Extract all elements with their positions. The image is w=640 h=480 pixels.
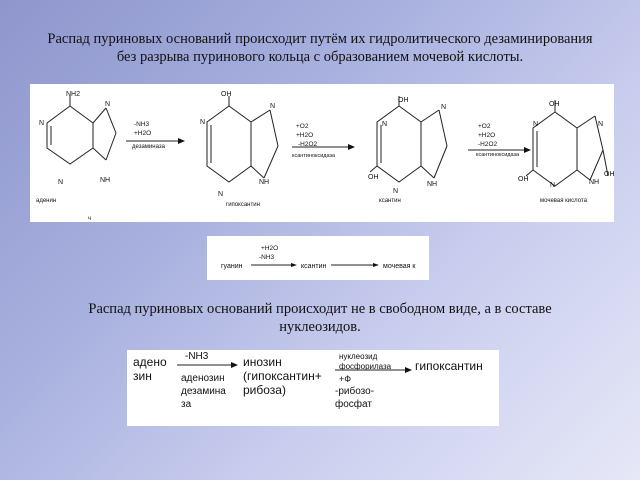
hypoxanthine-atom-n1: N [200,119,205,126]
step-1-enzyme: дезаминаза [132,144,166,150]
adenine-atom-n7: N [105,101,110,108]
xanthine-atom-n7: N [441,104,446,111]
step-3-line-2: +H2O [478,132,495,139]
adenine-name: аденин [36,198,56,204]
hypoxanthine-group-top: OH [221,91,232,98]
xanthine-structure [369,96,448,183]
scheme-3-arrows [177,362,412,373]
scheme-3-step-1-enzyme: аденозин дезамина за [181,373,226,410]
uric-acid-group-right: OH [604,171,614,178]
xanthine-atom-n1: N [382,121,387,128]
hypoxanthine-structure [206,96,279,183]
step-2-line-3: -H2O2 [298,141,318,148]
scheme-3-step-1-label: -NH3 [185,351,209,362]
uric-acid-atom-n1: N [533,121,538,128]
step-1-line-2: +H2O [134,130,151,137]
uric-acid-group-top: OH [549,101,560,108]
hypoxanthine-atom-n3: N [218,191,223,198]
step-2-line-1: +O2 [296,123,309,130]
arrow-1-head [178,138,185,144]
slide-heading-2: Распад пуриновых оснований происходит не… [88,301,552,335]
scheme-3-substrate: адено зин [133,355,167,383]
nucleoside-scheme: адено зин -NH3 аденозин дезамина за иноз… [127,350,499,426]
uric-acid-atom-n7: N [598,121,603,128]
scheme-2-reagent-2: -NH3 [259,254,275,261]
arrow-2-head [348,144,355,150]
xanthine-group-top: OH [398,97,409,104]
scheme-3-middle: инозин (гипоксантин+ рибоза) [243,355,322,397]
scheme-3-step-2-enzyme: нуклеозид фосфорилаза [339,352,392,371]
step-1-line-1: -NH3 [134,121,150,128]
adenine-atom-n1: N [39,120,44,127]
uric-acid-structure [525,100,609,187]
adenine-atom-nh9: NH [100,177,110,184]
step-3-line-3: -H2O2 [478,141,498,148]
step-3-enzyme: ксантиноксидаза [476,152,520,158]
uric-acid-name: мочевая кислота [540,198,588,204]
adenine-structure [46,96,117,165]
step-3-line-1: +O2 [478,123,491,130]
hypoxanthine-name: гипоксантин [226,202,260,208]
hypoxanthine-atom-n7: N [270,103,275,110]
xanthine-name: ксантин [379,198,401,204]
scheme-2-from: гуанин [221,263,243,270]
scheme-2-reagent-1: +H2O [261,245,278,252]
xanthine-atom-n3: N [393,188,398,195]
scheme-3-step-2-mark: +Ф [339,374,352,384]
purine-degradation-scheme: NH2 N N N NH аденин ч -NH3 +H2O дезамина… [30,84,615,222]
uric-acid-atom-n3: N [550,182,555,189]
scheme-2-to: мочевая к [383,263,416,270]
scheme-3-product: гипоксантин [415,359,483,373]
adenine-atom-n3: N [58,179,63,186]
scheme-3-step-2-product: -рибозо- фосфат [335,386,375,410]
scheme-2-middle: ксантин [301,263,327,270]
step-2-enzyme: ксантиноксидаза [292,153,336,159]
xanthine-atom-nh9: NH [427,181,437,188]
slide-heading-1: Распад пуриновых оснований происходит пу… [47,31,593,65]
stray-mark: ч [88,216,91,222]
hypoxanthine-atom-nh9: NH [259,179,269,186]
step-2-line-2: +H2O [296,132,313,139]
uric-acid-atom-nh9: NH [589,179,599,186]
guanine-scheme: гуанин +H2O -NH3 ксантин мочевая к [207,236,429,280]
scheme-2-drawing: гуанин +H2O -NH3 ксантин мочевая к [221,245,416,270]
uric-acid-group-left: OH [518,176,529,183]
xanthine-group-left: OH [368,174,379,181]
adenine-group-top: NH2 [66,91,80,98]
arrow-3-head [524,147,531,153]
scheme-1-drawing: NH2 N N N NH аденин ч -NH3 +H2O дезамина… [36,91,615,222]
